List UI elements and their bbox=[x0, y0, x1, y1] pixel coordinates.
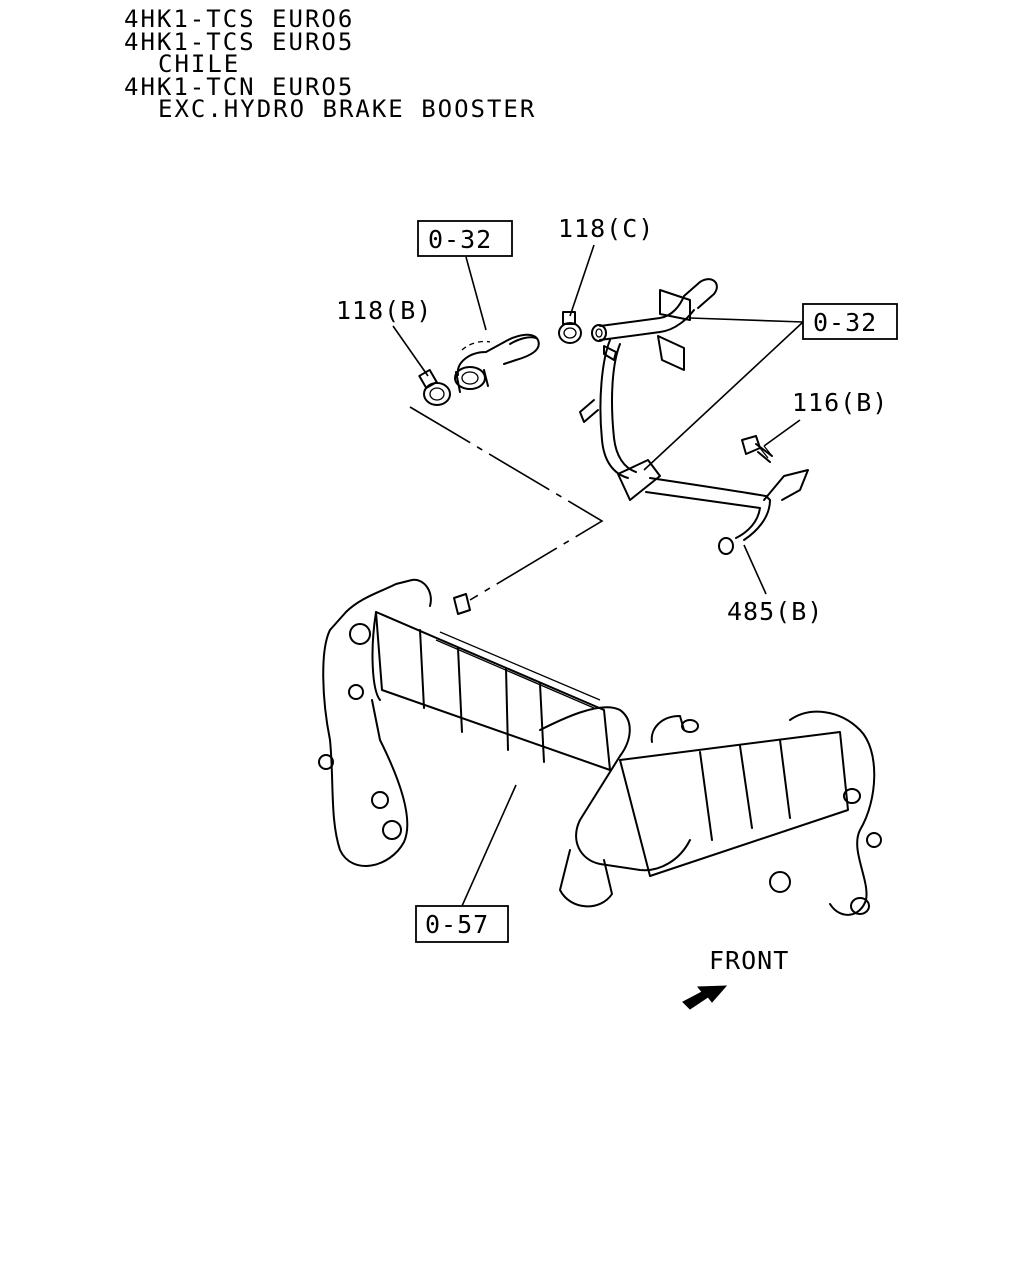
clamp-118b-icon bbox=[418, 368, 451, 406]
header-line-2: 4HK1-TCS EURO5 bbox=[124, 28, 354, 56]
callout-116b[interactable]: 116(B) bbox=[792, 388, 888, 417]
egr-cooler-assembly bbox=[318, 578, 882, 916]
clamp-118c-icon bbox=[558, 311, 582, 344]
ref-box-pipe[interactable]: 0-32 bbox=[802, 303, 898, 340]
bolt-116b-icon bbox=[741, 435, 773, 463]
front-label: FRONT bbox=[709, 946, 789, 975]
header-line-1: 4HK1-TCS EURO6 bbox=[124, 5, 354, 33]
header-line-4: 4HK1-TCN EURO5 bbox=[124, 73, 354, 101]
callout-118b[interactable]: 118(B) bbox=[336, 296, 432, 325]
leader-lines bbox=[392, 244, 804, 907]
front-indicator: FRONT bbox=[682, 946, 789, 1010]
model-applicability-header: 4HK1-TCS EURO6 4HK1-TCS EURO5 CHILE 4HK1… bbox=[124, 5, 536, 123]
header-line-5: EXC.HYDRO BRAKE BOOSTER bbox=[158, 95, 536, 123]
callout-118c[interactable]: 118(C) bbox=[558, 214, 654, 243]
header-line-3: CHILE bbox=[158, 50, 240, 78]
ref-box-hose-label: 0-32 bbox=[428, 225, 492, 254]
ref-box-cooler[interactable]: 0-57 bbox=[415, 905, 509, 943]
ref-box-cooler-label: 0-57 bbox=[425, 910, 489, 939]
ref-box-pipe-label: 0-32 bbox=[813, 308, 877, 337]
water-pipe-assembly bbox=[579, 278, 809, 555]
callout-485b[interactable]: 485(B) bbox=[727, 597, 823, 626]
connection-dashdot-line bbox=[409, 406, 604, 601]
hose-assembly bbox=[454, 333, 540, 393]
ref-box-hose[interactable]: 0-32 bbox=[417, 220, 513, 257]
front-arrow-icon bbox=[682, 985, 728, 1010]
